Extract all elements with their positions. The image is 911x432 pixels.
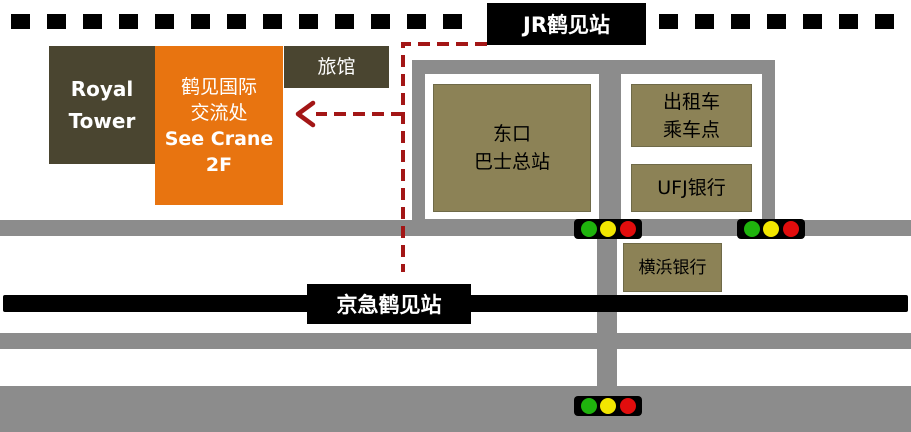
traffic-light-icon bbox=[574, 396, 642, 416]
rail-dash bbox=[371, 14, 390, 29]
rail-dash bbox=[227, 14, 246, 29]
road-middle-horizontal bbox=[0, 333, 911, 349]
rail-dash bbox=[731, 14, 750, 29]
bus-terminal-label-1: 东口 bbox=[492, 123, 531, 145]
yokohama-bank: 横浜银行 bbox=[623, 243, 722, 292]
jr-station-name: JR鹤见站 bbox=[523, 13, 610, 37]
bus-terminal-label-2: 巴士总站 bbox=[473, 151, 550, 173]
rail-dash bbox=[443, 14, 462, 29]
royal-tower-label-2: Tower bbox=[68, 109, 136, 133]
keikyu-station-name: 京急鹤见站 bbox=[336, 293, 442, 317]
yokohama-bank-label: 横浜银行 bbox=[638, 257, 707, 278]
road-vertical bbox=[597, 220, 617, 432]
taxi-stand-label-1: 出租车 bbox=[662, 90, 720, 113]
see-crane-label-4: 2F bbox=[205, 153, 233, 176]
jr-station-label: JR鹤见站 bbox=[487, 3, 646, 45]
arrow-left-icon bbox=[295, 100, 316, 128]
rail-dash bbox=[839, 14, 858, 29]
rail-dash bbox=[263, 14, 282, 29]
rail-dash bbox=[47, 14, 66, 29]
see-crane-label-3: See Crane bbox=[164, 127, 274, 150]
ufj-bank: UFJ银行 bbox=[631, 164, 752, 212]
rail-dash bbox=[335, 14, 354, 29]
taxi-stand: 出租车乘车点 bbox=[631, 84, 752, 147]
rail-dash bbox=[119, 14, 138, 29]
rail-dash bbox=[407, 14, 426, 29]
bus-terminal: 东口巴士总站 bbox=[433, 84, 591, 212]
hotel: 旅馆 bbox=[284, 46, 389, 88]
rail-dash bbox=[11, 14, 30, 29]
keikyu-station-label: 京急鹤见站 bbox=[307, 284, 471, 324]
rail-dash bbox=[803, 14, 822, 29]
road-lower-horizontal bbox=[0, 386, 911, 432]
taxi-stand-label-2: 乘车点 bbox=[662, 118, 720, 141]
rail-dash bbox=[695, 14, 714, 29]
see-crane: 鹤见国际 交流处 See Crane 2F bbox=[155, 46, 283, 205]
rail-dash bbox=[155, 14, 174, 29]
royal-tower-label-1: Royal bbox=[70, 77, 134, 101]
rail-dash bbox=[83, 14, 102, 29]
see-crane-label-2: 交流处 bbox=[190, 101, 248, 124]
rail-dash bbox=[875, 14, 894, 29]
rail-dash bbox=[659, 14, 678, 29]
rail-dash bbox=[299, 14, 318, 29]
ufj-bank-label: UFJ银行 bbox=[657, 177, 726, 199]
rail-dash bbox=[767, 14, 786, 29]
see-crane-label-1: 鹤见国际 bbox=[180, 75, 257, 98]
rail-dash bbox=[191, 14, 210, 29]
route-line bbox=[401, 42, 487, 272]
traffic-light-icon bbox=[737, 219, 805, 239]
hotel-label: 旅馆 bbox=[317, 56, 356, 78]
traffic-light-icon bbox=[574, 219, 642, 239]
